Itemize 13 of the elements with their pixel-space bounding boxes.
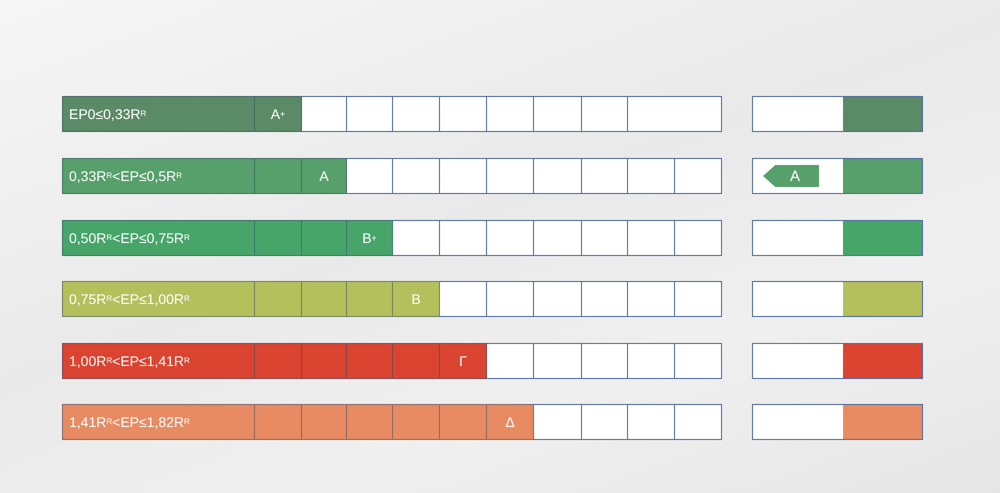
class-arrow-tag: A — [763, 165, 819, 187]
class-indicator-box — [752, 343, 923, 379]
class-indicator-box — [752, 281, 923, 317]
class-indicator-box — [752, 404, 923, 440]
class-cell: A — [302, 158, 347, 194]
class-indicator-box — [752, 220, 923, 256]
class-cell: B — [393, 281, 440, 317]
class-cell: Δ — [487, 404, 534, 440]
class-cell: Γ — [440, 343, 487, 379]
class-cell: A$^{+}$ — [255, 96, 302, 132]
class-cell: B$^{+}$ — [347, 220, 393, 256]
class-indicator-box — [752, 96, 923, 132]
class-indicator-box — [752, 158, 923, 194]
